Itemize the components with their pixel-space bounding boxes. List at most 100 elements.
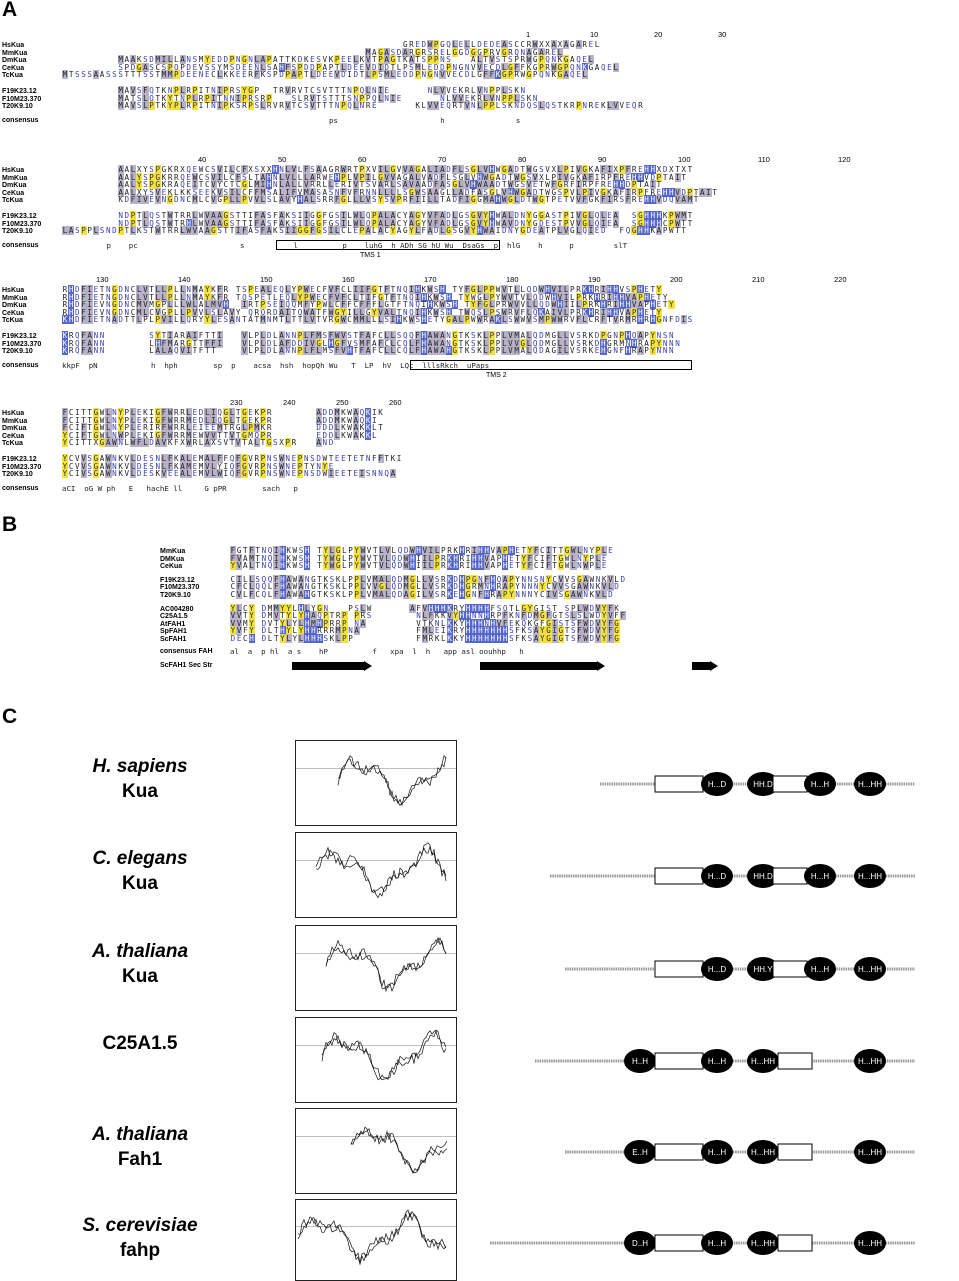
- sequence-name: F10M23.370: [2, 340, 42, 348]
- secondary-structure-arrows: [292, 660, 718, 671]
- histidine-motif-oval: [701, 1049, 733, 1073]
- hydropathy-plot: [295, 925, 457, 1011]
- sequence-name: CeKua: [2, 189, 25, 197]
- consensus-sequence: p pc s l p luhG h ADh SG hU Wu DsaGs p h…: [62, 240, 628, 250]
- panel-b-letter: B: [2, 513, 18, 536]
- histidine-motif-oval: [701, 1231, 733, 1255]
- hydropathy-plot: [295, 1199, 457, 1281]
- sequence-row: MAAKSDMILLANSMYEDDPNGNLAPATTKDKESVKPEELK…: [117, 55, 595, 65]
- histidine-motif-oval: [804, 772, 836, 796]
- histidine-motif-oval: [747, 957, 779, 981]
- sequence-row: AALXYSPGKRXQEWCSVILCFXSXXHNLVLFSAAGRWRTP…: [117, 165, 693, 174]
- sequence-name: SpFAH1: [160, 628, 187, 636]
- motif-label: E..H: [632, 1148, 648, 1157]
- histidine-motif-oval: [701, 957, 733, 981]
- tms-label: TMS 2: [486, 371, 507, 379]
- transmembrane-box: [777, 1052, 813, 1070]
- position-number: 240: [283, 398, 296, 407]
- sequence-row: MAVSLPTKYPLRPITNIPKSRPSLRVRVTCSVTTTNPQLN…: [117, 101, 643, 111]
- position-number: 1: [526, 30, 531, 39]
- sequence-row: KRQFANN SYTIARAIFTTI VLPLDLANNPLFMSFWVST…: [62, 331, 674, 340]
- sequence-row: RHDFIEVNGDNCMVMGPLLLWLALMVH IRTPSEIQQMFY…: [62, 300, 675, 310]
- sequence-name: T20K9.10: [2, 348, 33, 356]
- sequence-name: HsKua: [2, 410, 25, 417]
- histidine-motif-oval: [747, 772, 779, 796]
- consensus-label: consensus: [2, 361, 39, 369]
- sequence-name: DmKua: [2, 182, 27, 190]
- sequence-row: GREDWPGQLELLDEDEASCCRWXXAXAGAREL: [402, 40, 600, 49]
- sequence-row: YCIFTGWLNWPLEKIGFWRRMEWVVTTVTGMQPR EDDLK…: [62, 430, 377, 440]
- sequence-row: RHDFIEVNGDNCMLCVGPLLPVVLSLAVY QRQRDAITQW…: [62, 307, 663, 317]
- position-number: 80: [518, 155, 527, 164]
- sequence-name: DmKua: [2, 425, 27, 433]
- histidine-motif-oval: [804, 864, 836, 888]
- sequence-name: T20K9.10: [2, 103, 33, 111]
- position-number: 180: [506, 275, 519, 284]
- position-number: 170: [424, 275, 437, 284]
- sequence-name: F19K23.12: [2, 88, 37, 95]
- consensus-sequence: kkpF pN h hph sp p acsa hsh hopQh Wu T L…: [62, 360, 490, 370]
- tms-box: [410, 359, 692, 370]
- motif-label: H...H: [811, 780, 829, 789]
- motif-label: HH.Y: [753, 965, 773, 974]
- sequence-name: HsKua: [2, 287, 25, 294]
- transmembrane-box: [772, 775, 808, 793]
- sequence-row: YVALTNQIHKWSH TYWGLPYWVTVLQDWHIILPRKHRIH…: [230, 561, 607, 571]
- sequence-row: MAGASDARGRSRELGGDGGPRVGRQNAGAREL: [365, 47, 564, 57]
- position-number: 220: [834, 275, 847, 284]
- organism-name: S. cerevisiae: [82, 1215, 198, 1236]
- histidine-motif-oval: [747, 1231, 779, 1255]
- sequence-name: CeKua: [2, 432, 25, 440]
- histidine-motif-oval: [854, 864, 886, 888]
- sequence-name: DmKua: [2, 57, 27, 65]
- transmembrane-box: [654, 1052, 704, 1070]
- motif-label: H...D: [708, 965, 726, 974]
- position-number: 60: [358, 155, 367, 164]
- position-number: 100: [678, 155, 691, 164]
- histidine-motif-oval: [701, 772, 733, 796]
- sequence-name: MmKua: [2, 49, 28, 57]
- sequence-name: DMKua: [160, 555, 185, 563]
- position-number: 140: [178, 275, 191, 284]
- histidine-motif-oval: [747, 1140, 779, 1164]
- hydropathy-plot: [295, 1017, 457, 1103]
- motif-label: H...HH: [751, 1148, 775, 1157]
- position-number: 130: [96, 275, 109, 284]
- position-number: 200: [670, 275, 683, 284]
- sequence-name: F10M23.370: [2, 463, 42, 471]
- sequence-name: DmKua: [2, 302, 27, 310]
- sequence-name: TcKua: [2, 317, 23, 325]
- sequence-name: CeKua: [2, 309, 25, 317]
- sequence-name: F10M23.370: [2, 95, 42, 103]
- sequence-name: F19K23.12: [2, 333, 37, 340]
- tms-box: [276, 239, 500, 250]
- sequence-row: YCITTXGAWNLWFLDAVKFXWRLAXSVTVTALTGSXPR A…: [62, 438, 334, 448]
- protein-name: Kua: [122, 966, 158, 987]
- sequence-name: TcKua: [2, 72, 23, 80]
- sequence-row: NDPTLQSTWTRHLWVAAGSTTIFASFAKSIIGGFGSILWL…: [118, 218, 693, 228]
- histidine-motif-oval: [804, 957, 836, 981]
- sequence-row: KRQFANN LHFMARGTTFFI VLPLDLAFDDIVGLHGFVS…: [62, 338, 681, 348]
- transmembrane-box: [777, 1143, 813, 1161]
- sequence-name: F19K23.12: [160, 576, 195, 584]
- position-number: 90: [598, 155, 607, 164]
- histidine-motif-oval: [624, 1140, 656, 1164]
- sequence-name: F10M23.370: [2, 220, 42, 228]
- sequence-row: MAVSFQTKNPLRPITNIPRSYGP TRVRVTCSVTTTNPQL…: [117, 86, 526, 95]
- organism-label: C25A1.5: [40, 1031, 240, 1056]
- sequence-name: HsKua: [2, 167, 25, 174]
- sequence-row: RHDFIETNGDNCLVTLLPLLNMAYKFR TQSPETLEQLYP…: [62, 292, 668, 302]
- histidine-motif-oval: [854, 772, 886, 796]
- tms-label: TMS 1: [360, 251, 381, 259]
- sequence-row: MTSSSAASSSTTTSSTMMPDEENECLKKEERFKSPDPAPT…: [62, 70, 588, 80]
- position-number: 120: [838, 155, 851, 164]
- sequence-row: FGTFTNQIHKWSH TYLGLPYWVTLVLQDWHVILPRKHRI…: [230, 546, 613, 555]
- sequence-name: T20K9.10: [2, 471, 33, 479]
- position-number: 110: [758, 155, 770, 164]
